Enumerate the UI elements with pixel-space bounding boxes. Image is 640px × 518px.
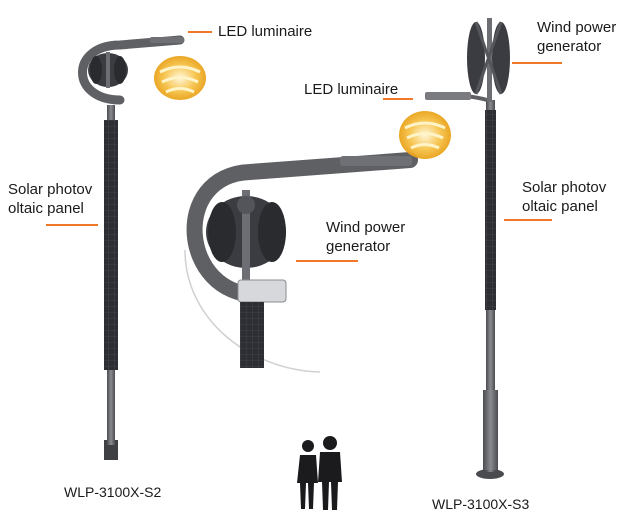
people-silhouette-icon: [297, 436, 342, 510]
led-luminaire-label-right: LED luminaire: [304, 81, 399, 98]
left-light-glow: [154, 56, 206, 100]
solar-left-line1: Solar photov: [8, 181, 93, 198]
led-luminaire-label-left: LED luminaire: [218, 23, 313, 40]
right-light-glow: [399, 111, 451, 159]
right-street-light: [399, 18, 510, 479]
center-turbine-icon: [206, 190, 286, 282]
solar-right-line2: oltaic panel: [522, 198, 598, 215]
right-lamp-head: [425, 92, 471, 100]
wind-mid-line1: Wind power: [326, 219, 406, 236]
left-lamp-head: [150, 37, 184, 43]
arrow-wind-right: [512, 62, 562, 64]
solar-panel-label-left: Solar photov oltaic panel: [8, 180, 92, 218]
wind-mid-line2: generator: [326, 238, 391, 255]
solar-panel-label-right: Solar photov oltaic panel: [522, 178, 606, 216]
left-street-light: [78, 35, 206, 460]
arrow-solar-right: [504, 219, 552, 221]
left-solar-panel: [104, 120, 118, 370]
center-arc-outline: [184, 249, 321, 373]
arrow-led-left: [188, 31, 212, 33]
model-label-left: WLP-3100X-S2: [64, 484, 162, 500]
center-lamp-head: [340, 156, 412, 166]
center-solar-panel: [240, 302, 264, 368]
left-curved-arm: [78, 35, 185, 105]
wind-right-line2: generator: [537, 38, 602, 55]
right-pole-lower: [483, 390, 498, 470]
solar-right-line1: Solar photov: [522, 179, 607, 196]
arrow-wind-mid: [296, 260, 358, 262]
solar-left-line2: oltaic panel: [8, 200, 84, 217]
right-solar-panel: [485, 110, 496, 310]
arrow-led-right: [383, 98, 413, 100]
center-pole-collar: [237, 279, 287, 303]
right-turbine-icon: [467, 18, 510, 102]
wind-generator-label-right: Wind power generator: [537, 18, 616, 56]
left-turbine-icon: [88, 52, 128, 88]
wind-right-line1: Wind power: [537, 19, 617, 36]
center-detail-view: [184, 152, 418, 373]
model-label-right: WLP-3100X-S3: [432, 496, 530, 512]
arrow-solar-left: [46, 224, 98, 226]
right-pole-base: [476, 469, 504, 479]
center-curved-arm: [186, 152, 418, 303]
wind-generator-label-mid: Wind power generator: [326, 218, 405, 256]
